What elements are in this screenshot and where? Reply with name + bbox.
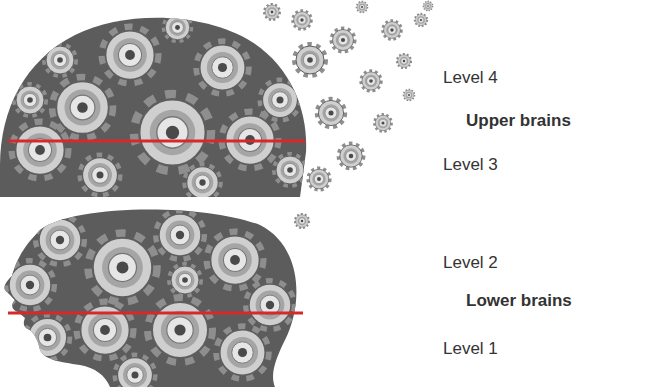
gear: [169, 264, 200, 295]
gear: [37, 217, 84, 264]
gear: [294, 44, 325, 75]
gear: [14, 84, 45, 115]
level-label: Level 3: [443, 155, 498, 175]
gear: [7, 262, 54, 309]
gear: [81, 156, 120, 195]
gear: [157, 212, 204, 259]
level-label: Level 2: [443, 253, 498, 273]
head-fill: [0, 200, 320, 387]
gear: [116, 356, 155, 387]
gear: [423, 1, 432, 10]
gear: [103, 28, 158, 83]
gear: [415, 14, 427, 26]
gear: [261, 81, 300, 120]
gear: [317, 99, 345, 127]
gear: [295, 214, 309, 228]
gear: [149, 299, 211, 361]
head-fill: [0, 0, 320, 197]
gear: [357, 2, 368, 13]
gear: [397, 54, 411, 68]
gear: [185, 165, 220, 200]
gear: [293, 11, 312, 30]
level-label: Level 1: [443, 339, 498, 359]
level-label: Level 4: [443, 68, 498, 88]
gear: [374, 114, 391, 131]
gear: [247, 282, 294, 329]
gear: [197, 42, 248, 93]
section-label: Upper brains: [466, 111, 571, 131]
gear: [208, 233, 263, 288]
gear: [164, 14, 191, 41]
gear: [383, 21, 402, 40]
red-divider: [8, 140, 305, 143]
gear: [404, 90, 415, 101]
lower-head: [0, 200, 320, 387]
gear: [308, 168, 330, 190]
section-label: Lower brains: [466, 291, 572, 311]
gear: [339, 144, 364, 169]
gear: [135, 95, 209, 169]
gear: [89, 234, 155, 300]
gear: [44, 44, 75, 75]
scattered-gears: [264, 1, 432, 190]
gear: [26, 316, 69, 359]
gear: [274, 154, 305, 185]
gear: [217, 327, 268, 378]
gear: [78, 303, 133, 358]
gear: [361, 71, 381, 91]
upper-head: [0, 0, 320, 200]
gear: [53, 78, 112, 137]
red-divider: [8, 312, 303, 315]
gear: [264, 4, 280, 20]
gear: [331, 28, 354, 51]
